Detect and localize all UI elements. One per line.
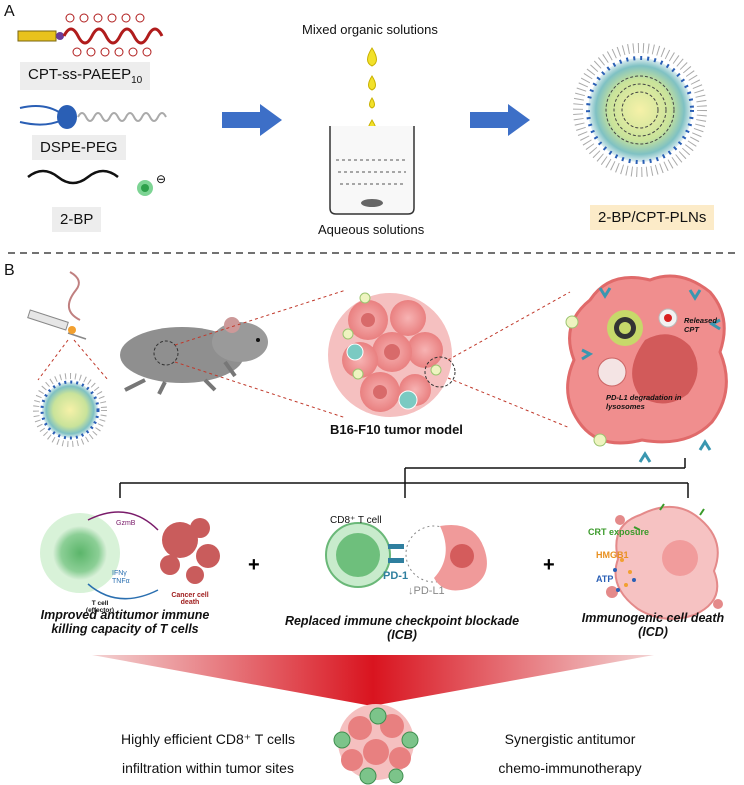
outcome-2-line-1: Replaced immune checkpoint blockade: [284, 614, 520, 628]
tnf-label: TNFα: [112, 578, 130, 585]
released-cpt-label: Released CPT: [684, 316, 717, 334]
outcome-2-title: Replaced immune checkpoint blockade (ICB…: [262, 614, 542, 642]
dspe-peg-icon: [19, 105, 167, 129]
outcome-3-title: Immunogenic cell death (ICD): [568, 611, 738, 639]
outcome-3-line-2: (ICD): [638, 625, 668, 639]
panel-b-label: B: [4, 262, 15, 279]
final-left-text: Highly efficient CD8⁺ T cells infiltrati…: [88, 725, 328, 783]
bracket-lines: [119, 458, 689, 498]
degradation-label: PD-L1 degradation in lysosomes: [606, 393, 682, 411]
panel-a-label: A: [4, 3, 15, 20]
final-left-line-2: infiltration within tumor sites: [122, 760, 294, 776]
outcome-1-title: Improved antitumor immune killing capaci…: [10, 608, 240, 636]
dspe-peg-label: DSPE-PEG: [32, 135, 126, 160]
outcome-1-line-2: killing capacity of T cells: [51, 622, 199, 636]
zoom-line: [37, 339, 69, 381]
process-arrow-icon: [222, 104, 282, 136]
pd1-label: PD-1: [383, 570, 409, 582]
nanoparticle-small-icon: [33, 373, 107, 447]
cpt-ss-paeep-icon: [17, 13, 164, 57]
plus-sign-2: +: [543, 554, 555, 576]
mouse-icon: [68, 271, 268, 395]
final-right-text: Synergistic antitumor chemo-immunotherap…: [470, 725, 670, 783]
cpt-ss-paeep-subscript: 10: [131, 75, 143, 86]
final-left-line-1: Highly efficient CD8⁺ T cells: [121, 731, 295, 747]
aqueous-label: Aqueous solutions: [318, 222, 425, 237]
outcome-3-line-1: Immunogenic cell death: [581, 611, 725, 625]
zoom-line: [73, 339, 109, 381]
two-bp-icon: ⊖: [27, 169, 166, 196]
zoom-line: [447, 377, 571, 429]
outcome-2-line-2: (ICB): [387, 628, 417, 642]
final-right-line-2: chemo-immunotherapy: [498, 760, 642, 776]
t-cell-label: T cell (effector): [85, 600, 115, 614]
crt-label: CRT exposure: [588, 527, 650, 537]
cancer-death-label: Cancer cell death: [171, 592, 209, 606]
svg-text:⊖: ⊖: [156, 172, 166, 186]
two-bp-label: 2-BP: [52, 207, 102, 232]
hmgb1-label: HMGB1: [596, 550, 629, 560]
ifn-label: IFNγ: [112, 570, 127, 577]
plus-sign: +: [248, 554, 260, 576]
gzmb-label: GzmB: [116, 520, 136, 527]
zoom-line: [174, 361, 347, 419]
infiltrated-tumor-icon: [333, 704, 419, 785]
atp-label: ATP: [596, 574, 614, 584]
nanoparticle-icon: [573, 43, 707, 177]
convergence-triangle: [92, 655, 654, 706]
outcome-1-line-1: Improved antitumor immune: [40, 608, 210, 622]
icd-cell-icon: [606, 503, 723, 620]
mixed-organic-label: Mixed organic solutions: [302, 22, 438, 37]
cpt-ss-paeep-box: CPT-ss-PAEEP10: [20, 62, 151, 90]
pd1-blockade-icon: [325, 522, 487, 591]
tumor-model-label: B16-F10 tumor model: [330, 422, 463, 437]
pdl1-label: ↓PD-L1: [408, 585, 445, 597]
cd8-label: CD8⁺ T cell: [330, 515, 382, 526]
zoom-line: [447, 291, 571, 361]
t-cell-killing-icon: [40, 511, 220, 600]
beaker-icon: [329, 126, 415, 215]
final-right-line-1: Synergistic antitumor: [504, 731, 636, 747]
tumor-cell-icon: [565, 274, 728, 463]
syringe-icon: [27, 309, 87, 340]
process-arrow-icon-2: [470, 104, 530, 136]
cpt-ss-paeep-label: CPT-ss-PAEEP: [28, 66, 132, 83]
product-label: 2-BP/CPT-PLNs: [590, 205, 715, 230]
tumor-cluster-icon: [328, 292, 456, 417]
